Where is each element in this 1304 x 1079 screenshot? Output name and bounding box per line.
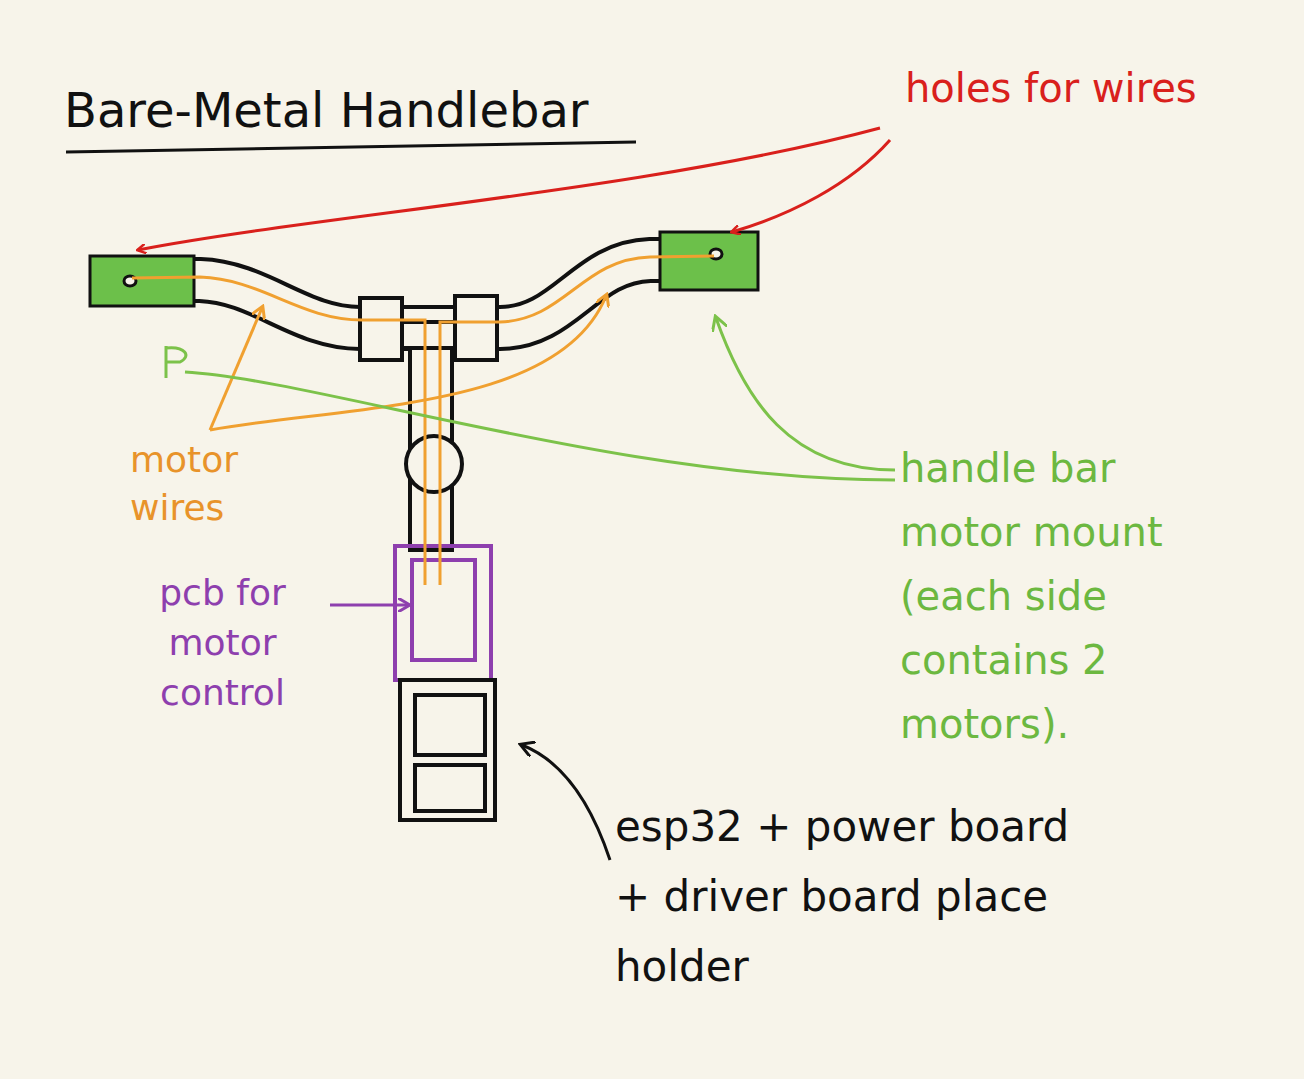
callout-label: pcb for motor control xyxy=(150,568,295,718)
pcb-inner xyxy=(412,560,475,660)
bar-clamp xyxy=(455,296,497,360)
leader-arrow xyxy=(138,128,880,250)
bar-clamp xyxy=(360,298,402,360)
pcb-outline xyxy=(395,546,491,680)
stem-joint xyxy=(406,436,462,492)
callout-label: esp32 + power board + driver board place… xyxy=(615,792,1105,1002)
leader-line xyxy=(185,372,895,480)
motor-wire xyxy=(132,277,425,585)
stem-head xyxy=(402,322,455,348)
leader-arrow xyxy=(210,296,606,430)
leader-arrow xyxy=(716,318,895,470)
motor-mount xyxy=(660,232,758,290)
diagram-title: Bare-Metal Handlebar xyxy=(64,80,664,140)
title-underline xyxy=(66,142,636,152)
leader-arrow xyxy=(330,604,408,607)
motor-mount xyxy=(90,256,194,306)
callout-label: holes for wires xyxy=(905,62,1290,114)
board-slot xyxy=(415,765,485,811)
board-slot xyxy=(415,695,485,755)
callout-label: handle bar motor mount (each side contai… xyxy=(900,436,1230,756)
mount-mark xyxy=(166,346,186,378)
leader-arrow xyxy=(522,745,610,860)
callout-label: motor wires xyxy=(130,436,258,532)
leader-arrow xyxy=(732,140,890,232)
motor-wire xyxy=(440,256,714,585)
board-holder xyxy=(400,680,495,820)
leader-arrow xyxy=(210,308,262,430)
